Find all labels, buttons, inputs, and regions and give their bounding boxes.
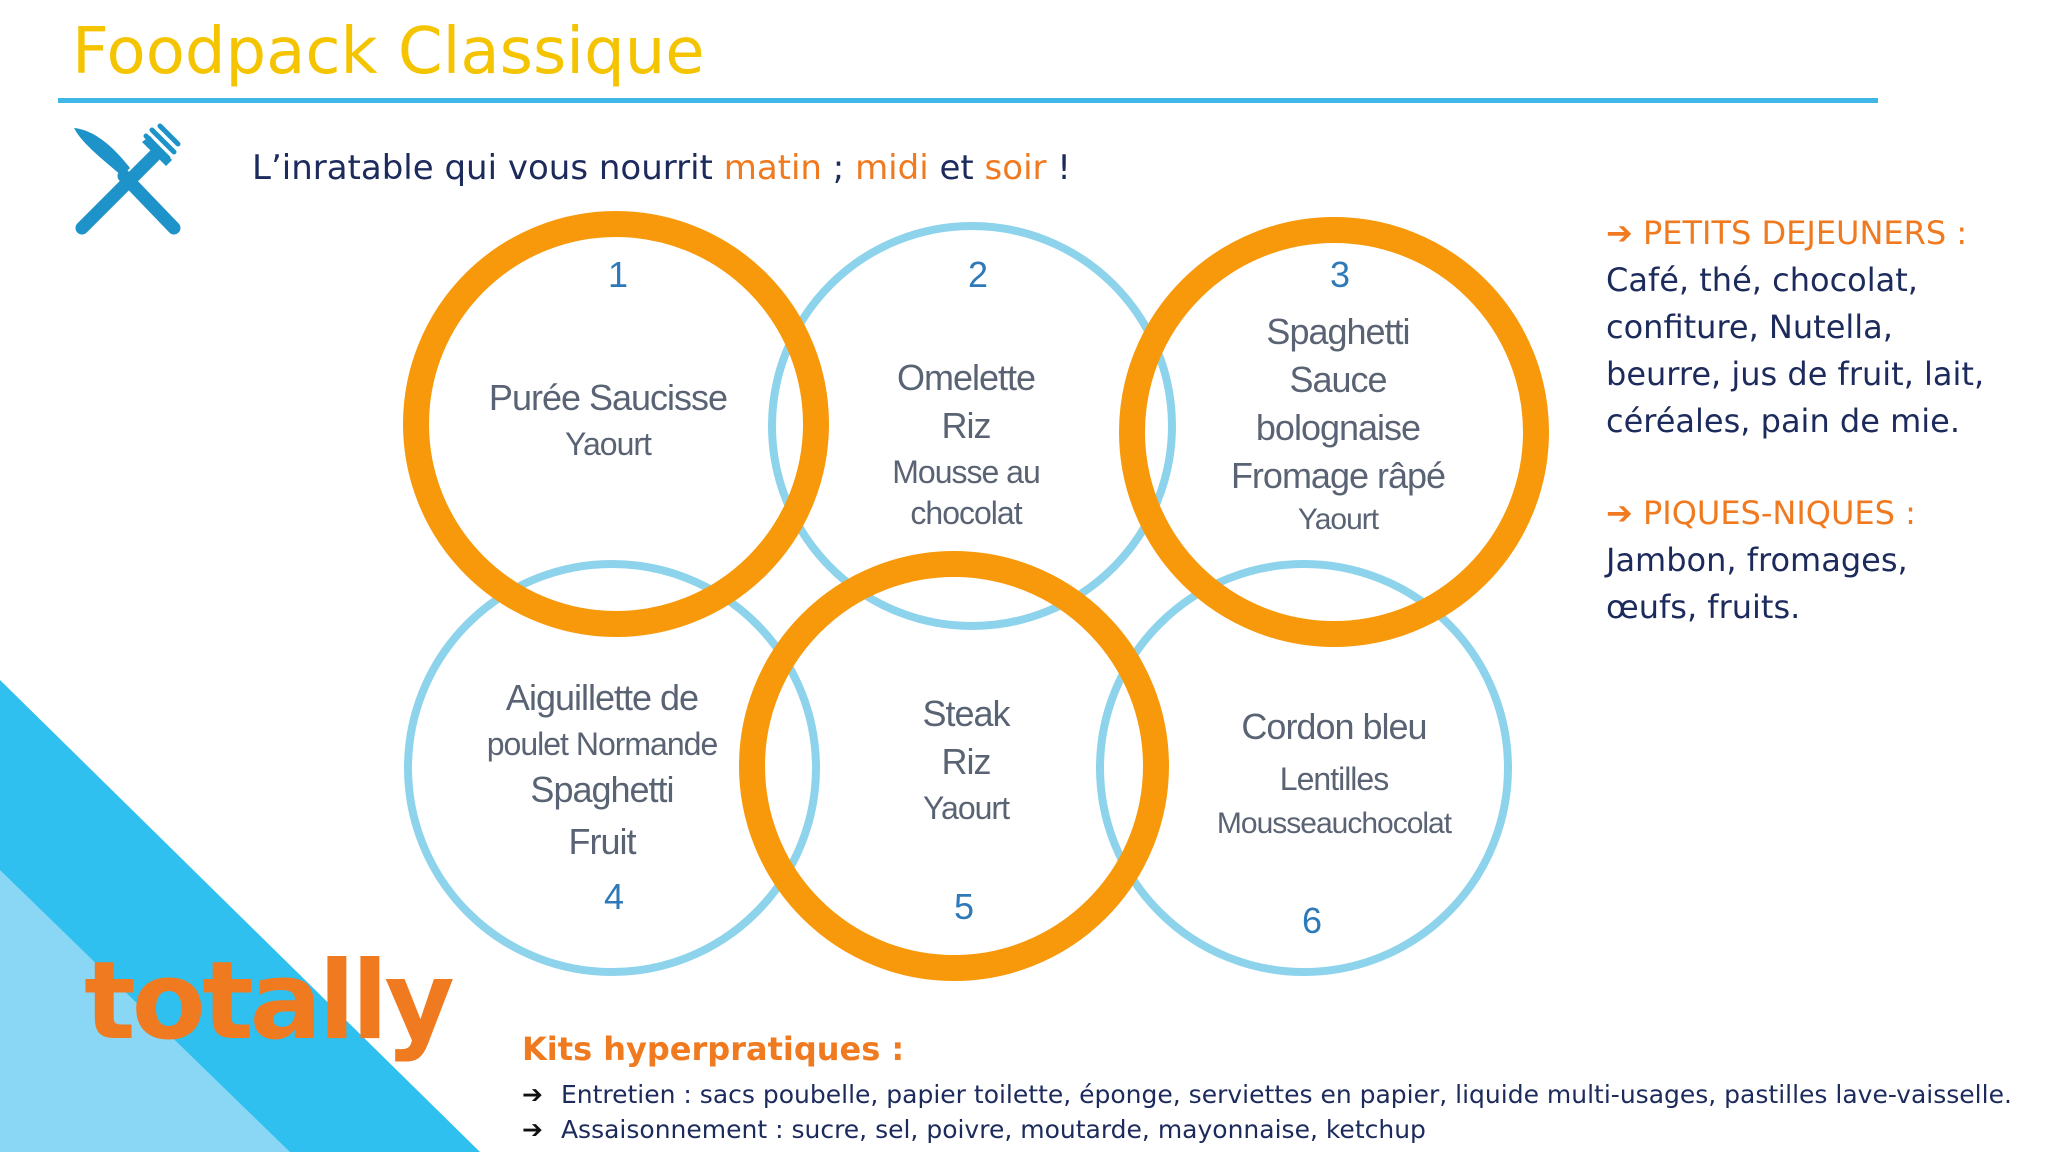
arrow-bullet-icon: ➔ bbox=[522, 1080, 543, 1109]
ring-1 bbox=[403, 211, 829, 637]
arrow-bullet-icon: ➔ bbox=[522, 1115, 543, 1144]
meal-number-2: 2 bbox=[967, 254, 989, 295]
ring-3 bbox=[1119, 217, 1549, 647]
breakfast-section: ➔ PETITS DEJEUNERS : Café, thé, chocolat… bbox=[1606, 210, 2046, 445]
tagline: L’inratable qui vous nourrit matin ; mid… bbox=[252, 148, 1071, 188]
meal-number-6: 6 bbox=[1301, 900, 1323, 941]
ring-6 bbox=[1096, 560, 1512, 976]
tagline-soir: soir bbox=[984, 148, 1047, 188]
meal-5: Steak Riz Yaourt bbox=[922, 693, 1010, 826]
meal-6: Cordon bleu Lentilles Mousseauchocolat bbox=[1216, 706, 1452, 840]
cutlery-icon bbox=[74, 123, 181, 235]
kit-item: ➔Assaisonnement : sucre, sel, poivre, mo… bbox=[522, 1115, 1426, 1144]
title-divider bbox=[58, 98, 1878, 103]
meal-number-1: 1 bbox=[607, 254, 629, 295]
arrow-right-icon: ➔ bbox=[1606, 494, 1633, 532]
meal-1: Purée Saucisse Yaourt bbox=[488, 377, 728, 462]
brand-logo: totally bbox=[84, 939, 455, 1064]
meal-3: Spaghetti Sauce bolognaise Fromage râpé … bbox=[1230, 311, 1446, 536]
picnic-heading: ➔ PIQUES-NIQUES : bbox=[1606, 494, 1916, 532]
meal-4: Aiguillette de poulet Normande Spaghetti… bbox=[486, 677, 718, 862]
kits-title: Kits hyperpratiques : bbox=[522, 1030, 905, 1068]
arrow-right-icon: ➔ bbox=[1606, 214, 1633, 252]
breakfast-heading: ➔ PETITS DEJEUNERS : bbox=[1606, 214, 1968, 252]
ring-5 bbox=[739, 551, 1169, 981]
page-title: Foodpack Classique bbox=[72, 15, 705, 89]
meal-2: Omelette Riz Mousse au chocolat bbox=[892, 357, 1041, 531]
meal-number-5: 5 bbox=[953, 886, 975, 927]
ring-2 bbox=[768, 222, 1176, 630]
meal-number-4: 4 bbox=[603, 876, 625, 917]
tagline-matin: matin bbox=[723, 148, 822, 188]
tagline-midi: midi bbox=[855, 148, 929, 188]
ring-4 bbox=[404, 560, 820, 976]
meal-number-3: 3 bbox=[1329, 254, 1351, 295]
picnic-section: ➔ PIQUES-NIQUES : Jambon, fromages, œufs… bbox=[1606, 490, 2046, 631]
kit-item: ➔Entretien : sacs poubelle, papier toile… bbox=[522, 1080, 2012, 1109]
